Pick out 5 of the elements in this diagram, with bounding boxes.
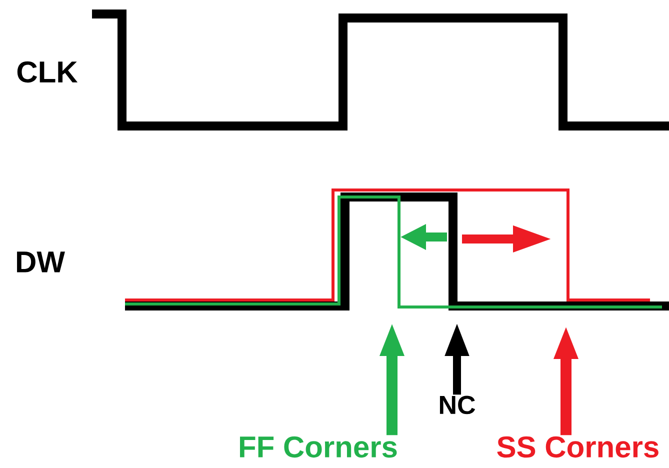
- signal-label: DW: [17, 252, 65, 272]
- corner-label: NC: [440, 396, 476, 414]
- corner-label: FF Corners: [240, 436, 397, 458]
- signal-label: CLK: [17, 61, 78, 83]
- corner-label: SS Corners: [497, 436, 658, 458]
